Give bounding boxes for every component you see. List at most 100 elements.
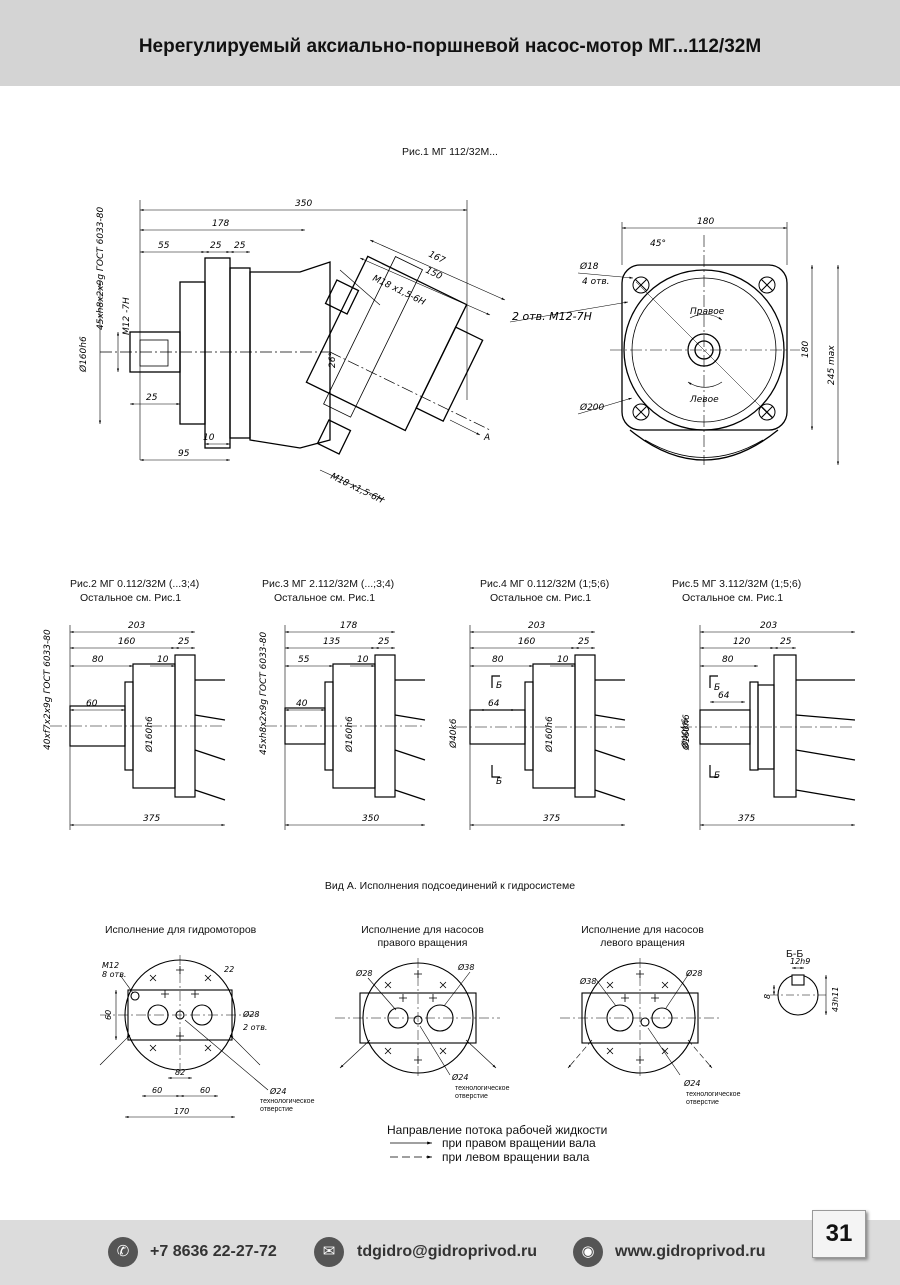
conn-motor-d60b: 60 <box>200 1086 210 1095</box>
variant-2-d2: 25 <box>378 637 390 647</box>
conn-motor-d170: 170 <box>174 1107 189 1116</box>
conn-right-d38: Ø38 <box>457 962 474 972</box>
section-bb-drawing <box>770 966 828 1016</box>
conn-motor-d24: Ø24 <box>269 1086 286 1096</box>
variant-2-subtitle: Остальное см. Рис.1 <box>274 592 376 604</box>
conn-motor-m12: M12 <box>102 961 119 970</box>
section-bb-title: Б-Б <box>786 948 804 960</box>
flow-legend-lines <box>390 1141 432 1159</box>
fig1-caption: Рис.1 МГ 112/32М... <box>402 146 498 158</box>
variant-3-drawing <box>455 625 626 830</box>
view-a-title: Вид А. Исполнения подсоединений к гидрос… <box>324 880 576 892</box>
fig1-head <box>305 255 484 432</box>
flow-title: Направление потока рабочей жидкости <box>387 1123 608 1137</box>
conn-pump-left-title: Исполнение для насосов левого вращения <box>581 924 704 949</box>
view-a-drawings <box>99 955 828 1159</box>
variant-1-d3: 80 <box>92 655 104 665</box>
front-thread: 2 отв. M12-7H <box>512 310 592 323</box>
variant-2-d3: 55 <box>298 655 310 665</box>
variant-1-subtitle: Остальное см. Рис.1 <box>80 592 182 604</box>
variant-2-total: 178 <box>340 621 357 631</box>
variant-1-d2: 25 <box>178 637 190 647</box>
variant-3-total: 203 <box>528 621 545 631</box>
variant-1-d4: 10 <box>157 655 169 665</box>
flow-right: при правом вращении вала <box>442 1136 596 1150</box>
conn-motor-d28: Ø28 <box>242 1009 259 1019</box>
section-bb-d43: 43h11 <box>831 987 840 1012</box>
variant-1-d1: 160 <box>118 637 135 647</box>
variant-1-shaft: 40xf7x2x9g ГОСТ 6033-80 <box>43 629 53 750</box>
footer-email[interactable]: tdgidro@gidroprivod.ru <box>357 1243 538 1260</box>
fig1-d160: Ø160h6 <box>78 336 89 373</box>
variant-1-bottom: 375 <box>143 814 160 824</box>
fig1-dim-55: 55 <box>158 241 170 251</box>
fig1-dim-178: 178 <box>212 219 229 229</box>
front-right-rotation: Правое <box>690 307 725 317</box>
front-hole-count: 4 отв. <box>582 277 610 287</box>
variant-4-section-bottom: Б <box>714 771 720 781</box>
variant-4-flange: Ø160h6 <box>681 714 692 751</box>
fig1-dim-25a: 25 <box>210 241 222 251</box>
fig1-dim-150: 150 <box>424 266 444 283</box>
variant-3-d3: 80 <box>492 655 504 665</box>
variant-1-flange: Ø160h6 <box>144 716 155 753</box>
conn-motor-drawing <box>99 955 269 1119</box>
fig1-thread-bottom: M18 x1,5-6H <box>329 472 385 506</box>
page-title: Нерегулируемый аксиально-поршневой насос… <box>138 36 762 57</box>
variant-3-d4: 10 <box>557 655 569 665</box>
fig1-body <box>249 261 331 449</box>
conn-motor-tech-note: технологическое отверстие <box>260 1098 315 1113</box>
variant-2-d1: 135 <box>323 637 340 647</box>
variant-4-d2: 25 <box>780 637 792 647</box>
page-number-box: 31 <box>812 1210 866 1258</box>
conn-left-d38: Ø38 <box>579 976 596 986</box>
front-dim-245: 245 max <box>827 345 837 385</box>
variant-4-shaft: Ø40k6 <box>680 718 691 749</box>
flow-left: при левом вращении вала <box>442 1150 590 1164</box>
variant-1-total: 203 <box>128 621 145 631</box>
front-dimensions <box>509 222 840 465</box>
section-bb-d12: 12h9 <box>790 957 810 966</box>
fig1-angle: 26° <box>328 352 338 368</box>
variant-2-shaft: 45xh8x2x9g ГОСТ 6033-80 <box>259 631 269 755</box>
variant-drawings <box>50 625 856 830</box>
conn-pump-right-title: Исполнение для насосов правого вращения <box>361 924 484 949</box>
conn-right-tech-note: технологическое отверстие <box>455 1085 510 1100</box>
page-header: Нерегулируемый аксиально-поршневой насос… <box>0 0 900 86</box>
footer-phone[interactable]: +7 8636 22-27-72 <box>150 1243 277 1260</box>
variant-4-d3: 80 <box>722 655 734 665</box>
variant-1-title: Рис.2 МГ 0.112/32М (...3;4) <box>70 578 200 590</box>
variant-4-d1: 120 <box>733 637 750 647</box>
front-hole-dia: Ø18 <box>579 261 599 272</box>
front-dim-180-top: 180 <box>697 217 714 227</box>
conn-motor-d82: 82 <box>175 1068 185 1077</box>
variant-2-drawing <box>265 625 426 830</box>
variant-3-d5: 64 <box>488 699 500 709</box>
front-view <box>610 235 800 465</box>
fig1-dim-25c: 25 <box>146 393 158 403</box>
variant-3-flange: Ø160h6 <box>544 716 555 753</box>
conn-left-d24: Ø24 <box>683 1078 700 1088</box>
conn-left-tech-note: технологическое отверстие <box>686 1091 741 1106</box>
variant-4-title: Рис.5 МГ 3.112/32М (1;5;6) <box>672 578 802 590</box>
variant-4-bottom: 375 <box>738 814 755 824</box>
variant-3-bottom: 375 <box>543 814 560 824</box>
fig1-spline: 45xh8x2x9g ГОСТ 6033-80 <box>96 206 106 330</box>
conn-left-d28: Ø28 <box>685 968 702 978</box>
variant-3-section-bottom: Б <box>496 777 502 787</box>
variant-4-section-top: Б <box>714 683 720 693</box>
section-bb-d8: 8 <box>763 994 772 999</box>
conn-motor-title: Исполнение для гидромоторов <box>105 924 257 936</box>
footer-website[interactable]: www.gidroprivod.ru <box>615 1243 766 1260</box>
variant-3-shaft: Ø40k6 <box>448 718 459 749</box>
variant-3-d2: 25 <box>578 637 590 647</box>
fig1-flange <box>179 281 206 425</box>
globe-icon: ◉ <box>573 1237 603 1267</box>
variant-2-d4: 10 <box>357 655 369 665</box>
variant-2-bottom: 350 <box>362 814 379 824</box>
variant-2-title: Рис.3 МГ 2.112/32М (...;3;4) <box>262 578 395 590</box>
fig1-dim-95: 95 <box>178 449 190 459</box>
variant-3-subtitle: Остальное см. Рис.1 <box>490 592 592 604</box>
variant-1-drawing <box>50 625 226 830</box>
variant-3-title: Рис.4 МГ 0.112/32М (1;5;6) <box>480 578 610 590</box>
